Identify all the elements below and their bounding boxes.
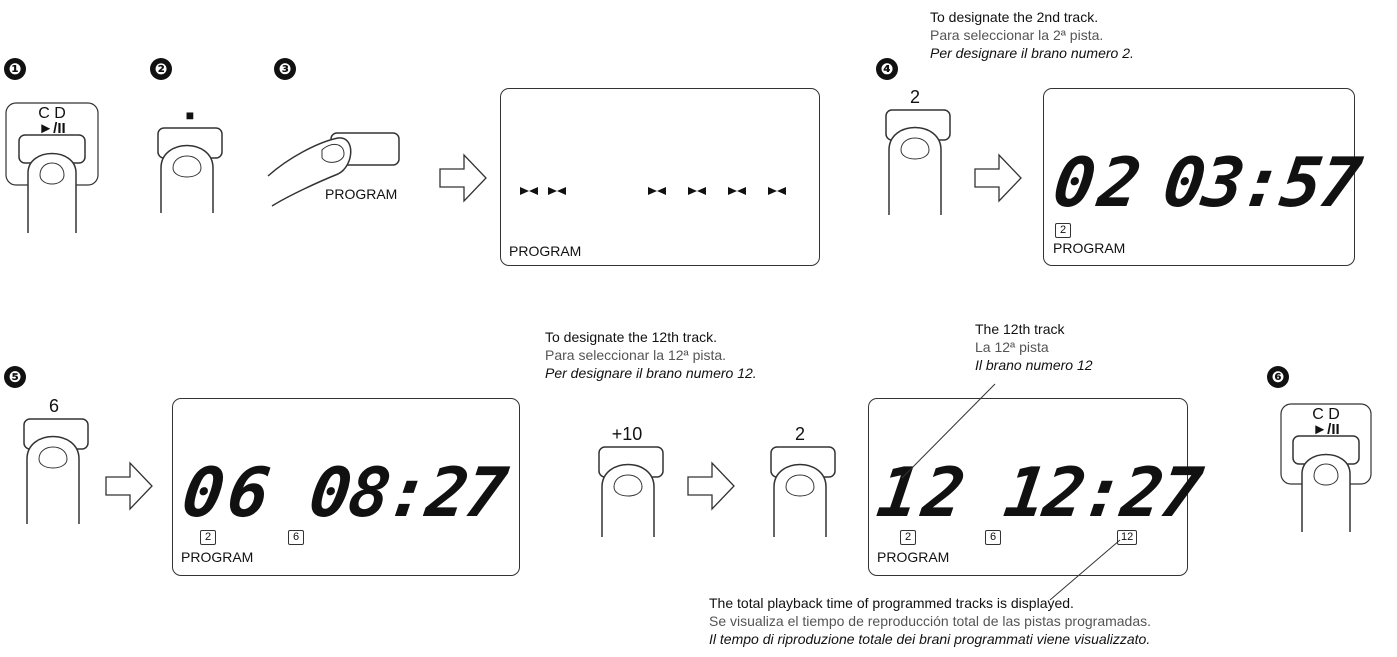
display-4-tag-3: 12 bbox=[1117, 530, 1138, 545]
play-pause-label: ►/II bbox=[38, 120, 66, 137]
cd-button-label: C D bbox=[38, 105, 66, 122]
caption-12th-track: To designate the 12th track. Para selecc… bbox=[545, 328, 757, 382]
button-6-label: 6 bbox=[48, 396, 59, 416]
caption-2nd-track: To designate the 2nd track. Para selecci… bbox=[930, 8, 1134, 62]
button-2-press[interactable] bbox=[883, 109, 953, 215]
cd-play-button-press-2[interactable] bbox=[1280, 403, 1372, 532]
step-3-badge: ❸ bbox=[274, 58, 296, 80]
step-5-badge: ❺ bbox=[4, 366, 26, 388]
button-2b-press[interactable] bbox=[768, 446, 838, 537]
button-2b-label: 2 bbox=[794, 424, 805, 444]
step-1-badge: ❶ bbox=[4, 58, 26, 80]
display-3-program-label: PROGRAM bbox=[181, 549, 254, 565]
button-plus10-label: +10 bbox=[611, 424, 643, 444]
display-2-program-label: PROGRAM bbox=[1053, 240, 1126, 256]
step-4-badge: ❹ bbox=[876, 58, 898, 80]
caption-2nd-en: To designate the 2nd track. bbox=[930, 9, 1099, 25]
cd-button-label-2: C D bbox=[1312, 406, 1340, 423]
caption-total-es: Se visualiza el tiempo de reproducción t… bbox=[709, 613, 1152, 629]
button-2-label: 2 bbox=[909, 87, 920, 107]
stop-button-press[interactable] bbox=[155, 127, 225, 213]
display-4-program-label: PROGRAM bbox=[877, 549, 950, 565]
caption-12th-es: Para seleccionar la 12ª pista. bbox=[545, 347, 727, 363]
cd-play-button-press[interactable] bbox=[5, 102, 99, 233]
caption-12th-en: To designate the 12th track. bbox=[545, 329, 717, 345]
display-3-tag-1: 2 bbox=[200, 530, 216, 545]
display-4 bbox=[868, 398, 1188, 576]
step-6-badge: ❻ bbox=[1267, 366, 1289, 388]
arrow-right-icon bbox=[105, 461, 153, 511]
caption-12th-it: Per designare il brano numero 12. bbox=[545, 365, 757, 381]
display-4-tag-2: 6 bbox=[985, 530, 1001, 545]
play-pause-label-2: ►/II bbox=[1312, 421, 1340, 438]
arrow-right-icon bbox=[439, 153, 487, 203]
caption-2nd-es: Para seleccionar la 2ª pista. bbox=[930, 27, 1104, 43]
button-6-press[interactable] bbox=[21, 418, 91, 524]
button-plus10-press[interactable] bbox=[596, 446, 666, 537]
arrow-right-icon bbox=[974, 153, 1022, 203]
caption-track12-it: Il brano numero 12 bbox=[975, 357, 1093, 373]
caption-total-it: Il tempo di riproduzione totale dei bran… bbox=[709, 631, 1151, 647]
program-button-label: PROGRAM bbox=[325, 186, 398, 202]
display-1-program-label: PROGRAM bbox=[509, 243, 582, 259]
program-button-press[interactable] bbox=[267, 128, 403, 208]
step-2-badge: ❷ bbox=[150, 58, 172, 80]
display-4-tag-1: 2 bbox=[900, 530, 916, 545]
arrow-right-icon bbox=[687, 461, 735, 511]
caption-2nd-it: Per designare il brano numero 2. bbox=[930, 45, 1134, 61]
display-3 bbox=[172, 398, 520, 576]
display-1 bbox=[500, 88, 820, 266]
caption-track12-es: La 12ª pista bbox=[975, 339, 1049, 355]
display-3-tag-2: 6 bbox=[288, 530, 304, 545]
caption-track-12: The 12th track La 12ª pista Il brano num… bbox=[975, 320, 1093, 374]
caption-total-en: The total playback time of programmed tr… bbox=[709, 595, 1074, 611]
display-2 bbox=[1043, 88, 1355, 266]
caption-total-time: The total playback time of programmed tr… bbox=[709, 594, 1151, 648]
display-2-tag-1: 2 bbox=[1055, 223, 1071, 238]
caption-track12-en: The 12th track bbox=[975, 321, 1065, 337]
stop-icon: ■ bbox=[185, 107, 195, 123]
display-1-dashes bbox=[520, 187, 786, 195]
